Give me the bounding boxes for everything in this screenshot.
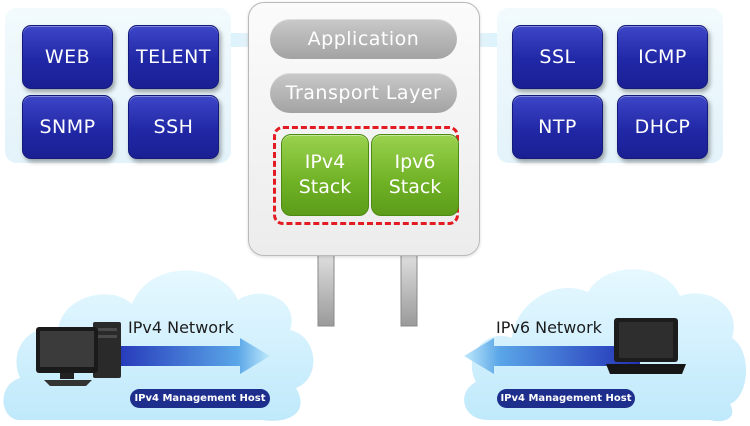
- application-layer: Application: [270, 19, 457, 59]
- ipv4-host-label: IPv4 Management Host: [130, 389, 270, 408]
- ipv4-stack-line2: Stack: [298, 176, 352, 198]
- ipv6-network-label: IPv6 Network: [496, 318, 602, 337]
- protocol-snmp: SNMP: [22, 95, 113, 159]
- desktop-computer-icon: [36, 322, 121, 386]
- right-protocol-panel: SSL ICMP NTP DHCP: [497, 8, 723, 163]
- ipv6-stack: Ipv6 Stack: [371, 134, 459, 216]
- protocol-dhcp: DHCP: [617, 95, 708, 159]
- protocol-telent: TELENT: [128, 25, 219, 89]
- cloud-icon-right: [464, 269, 747, 422]
- protocol-ssl: SSL: [512, 25, 603, 89]
- ipv4-network-label: IPv4 Network: [128, 318, 234, 337]
- arrow-left-icon: [464, 338, 640, 374]
- ipv6-host-label: IPv4 Management Host: [497, 389, 635, 408]
- protocol-ntp: NTP: [512, 95, 603, 159]
- arrow-right-icon: [108, 338, 270, 374]
- ipv6-stack-line1: Ipv6: [394, 151, 436, 173]
- protocol-icmp: ICMP: [617, 25, 708, 89]
- left-protocol-panel: WEB TELENT SNMP SSH: [5, 8, 231, 163]
- ipv4-stack-line1: IPv4: [304, 151, 346, 173]
- transport-layer: Transport Layer: [270, 73, 457, 113]
- network-stack: Application Transport Layer IPv4 Stack I…: [248, 2, 480, 256]
- protocol-ssh: SSH: [128, 95, 219, 159]
- laptop-icon: [606, 318, 686, 374]
- ipv4-stack: IPv4 Stack: [281, 134, 369, 216]
- protocol-web: WEB: [22, 25, 113, 89]
- ipv6-stack-line2: Stack: [388, 176, 442, 198]
